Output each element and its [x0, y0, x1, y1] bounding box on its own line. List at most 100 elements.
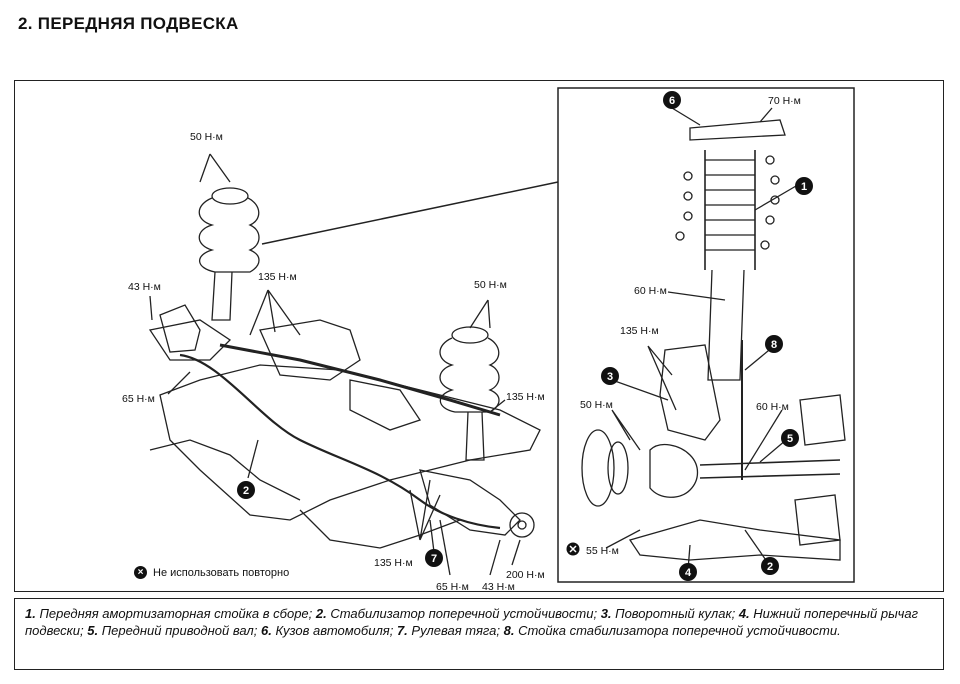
caption-num-2: 2. [315, 606, 327, 621]
left-strut-spring [198, 197, 260, 273]
detail-hub-inner [607, 441, 629, 495]
callout-2-detail: 2 [761, 557, 779, 575]
center-mount [259, 319, 361, 381]
callout-5: 5 [781, 429, 799, 447]
detail-leader-70 [759, 107, 773, 123]
right-strut-top [451, 326, 489, 344]
lower-arm-left [148, 319, 232, 361]
legend: × Не использовать повторно [134, 566, 289, 579]
steering-rack [219, 343, 501, 417]
torque-60-detail-top: 60 Н·м [634, 285, 667, 297]
caption-num-5: 5. [87, 623, 99, 638]
leader-43-left [149, 295, 153, 321]
detail-hub [581, 429, 615, 507]
caption-text-8: Стойка стабилизатора поперечной устойчив… [514, 623, 841, 638]
detail-shock-tube [707, 269, 745, 381]
svg-text:3: 3 [607, 371, 613, 383]
center-bracket [349, 379, 422, 431]
svg-text:1: 1 [801, 181, 807, 193]
torque-43-left: 43 Н·м [128, 281, 161, 293]
detail-view [581, 107, 846, 571]
left-knuckle [159, 304, 201, 353]
callout-4: 4 [679, 563, 697, 581]
detail-leader-50 [611, 409, 641, 451]
svg-text:2: 2 [767, 561, 773, 573]
caption-num-1: 1. [25, 606, 36, 621]
detail-cv-boot [649, 443, 699, 498]
detail-lower-arm [628, 519, 841, 561]
detail-drive-shaft [699, 459, 841, 479]
legend-text: Не использовать повторно [153, 566, 290, 579]
left-strut-top [211, 187, 249, 205]
caption-num-3: 3. [600, 606, 612, 621]
svg-text:4: 4 [685, 567, 692, 579]
torque-labels: 50 Н·м 43 Н·м 135 Н·м 65 Н·м 50 Н·м 135 … [122, 95, 801, 593]
caption-text-3: Поворотный кулак; [611, 606, 739, 621]
svg-text:7: 7 [431, 553, 437, 565]
leader-callout-2 [247, 439, 259, 479]
callout-6: 6 [663, 91, 681, 109]
detail-leader-60-right [744, 409, 783, 471]
detail-leader-1 [754, 185, 797, 211]
leader-135-top [249, 289, 301, 336]
leader-200-bottom [511, 539, 521, 566]
torque-50-left: 50 Н·м [190, 131, 223, 143]
callout-2: 2 [237, 481, 255, 499]
detail-bellows-ribs [705, 159, 755, 251]
detail-leader-60-top [667, 291, 726, 301]
lower-frame-rail [299, 509, 461, 549]
diagram-frame [14, 80, 944, 592]
detail-top-mount [689, 119, 786, 141]
torque-50-right: 50 Н·м [474, 279, 507, 291]
main-view [148, 153, 541, 576]
right-hub [509, 512, 535, 538]
detail-knuckle [659, 344, 721, 441]
detail-leader-3 [611, 379, 669, 401]
svg-text:2: 2 [243, 485, 249, 497]
right-strut-body [465, 411, 485, 461]
detail-body-bracket [799, 394, 846, 446]
do-not-reuse-icon: × [134, 566, 147, 579]
detail-leader-5 [759, 439, 787, 463]
leader-50-left [199, 153, 231, 183]
torque-70-detail: 70 Н·м [768, 95, 801, 107]
torque-55-detail: 55 Н·м [586, 545, 619, 557]
torque-135-top: 135 Н·м [258, 271, 297, 283]
leader-callout-7 [429, 519, 435, 553]
torque-200-bottom: 200 Н·м [506, 569, 545, 581]
torque-135-right: 135 Н·м [506, 391, 545, 403]
lower-arm-right [419, 469, 521, 536]
leader-135-right [489, 399, 506, 413]
callouts: 6 1 8 3 5 4 2 2 7 [237, 91, 813, 581]
stabilizer-bar [179, 353, 501, 530]
page-title: 2. ПЕРЕДНЯЯ ПОДВЕСКА [18, 14, 239, 33]
inset-leader-line [261, 181, 559, 245]
subframe-lower-edge [149, 439, 301, 501]
leader-65-left [167, 371, 191, 395]
detail-leader-6 [671, 107, 701, 126]
caption-text-1: Передняя амортизаторная стойка в сборе; [35, 606, 316, 621]
torque-60-detail-right: 60 Н·м [756, 401, 789, 413]
detail-leader-55 [605, 529, 641, 549]
torque-43-bottom: 43 Н·м [482, 581, 515, 593]
torque-50-detail: 50 Н·м [580, 399, 613, 411]
detail-leader-135 [647, 345, 677, 411]
leader-65-bottom [439, 519, 451, 576]
leader-135-bottom [409, 479, 441, 541]
detail-inset-frame [557, 87, 855, 583]
caption-num-7: 7. [396, 623, 408, 638]
caption-text-4: Нижний поперечный рычаг подвески; [25, 606, 919, 638]
leader-50-right [469, 299, 491, 329]
caption-text-5: Передний приводной вал; [98, 623, 261, 638]
caption-num-4: 4. [738, 606, 750, 621]
caption-num-8: 8. [503, 623, 515, 638]
caption-num-6: 6. [260, 623, 272, 638]
caption-text-6: Кузов автомобиля; [271, 623, 397, 638]
torque-135-bottom: 135 Н·м [374, 557, 413, 569]
leader-43-bottom [489, 539, 501, 576]
callout-8: 8 [765, 335, 783, 353]
torque-65-left: 65 Н·м [122, 393, 155, 405]
callout-3: 3 [601, 367, 619, 385]
right-hub-center [517, 520, 527, 530]
